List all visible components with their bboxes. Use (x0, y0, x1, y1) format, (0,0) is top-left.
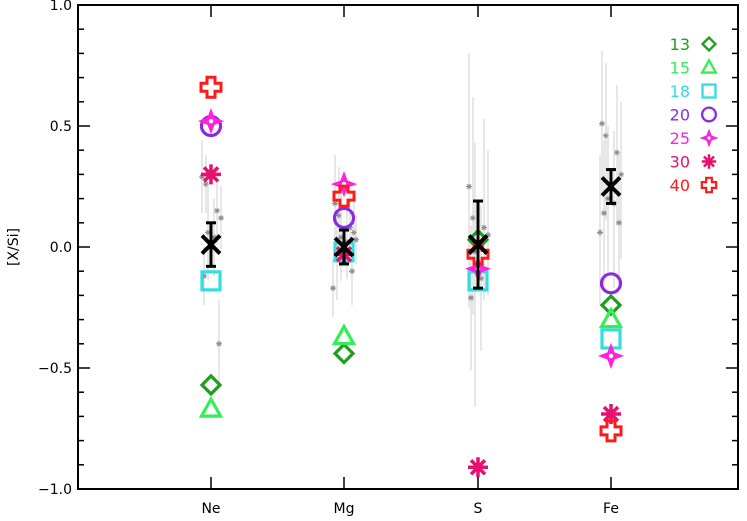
marker-triangle (331, 323, 357, 346)
background-point (214, 207, 220, 214)
background-point (351, 229, 357, 236)
background-point (481, 224, 487, 231)
background-point (616, 219, 622, 226)
legend-marker-square (701, 83, 717, 99)
y-tick-label: −1.0 (38, 482, 72, 498)
mean-markers-layer (200, 168, 622, 290)
marker-diamond (599, 293, 623, 317)
background-point (605, 195, 611, 202)
background-point (468, 294, 474, 301)
y-tick-label: 0.5 (50, 119, 72, 135)
mean-marker (333, 236, 355, 258)
marker-circle (332, 206, 356, 230)
marker-asterisk (201, 164, 221, 185)
background-points-layer (199, 50, 624, 407)
background-point (211, 234, 217, 241)
model-markers-layer (197, 75, 625, 478)
axis-ticks (78, 4, 738, 490)
legend-label: 15 (670, 59, 690, 78)
legend-label: 25 (670, 129, 690, 148)
background-point (353, 236, 359, 243)
plot-frame (77, 4, 739, 490)
legend-label: 18 (670, 82, 690, 101)
background-point (472, 248, 478, 255)
background-point (618, 171, 624, 178)
background-point (470, 214, 476, 221)
mean-marker (600, 176, 622, 197)
x-tick-label: S (474, 501, 483, 517)
legend-label: 20 (670, 106, 690, 125)
y-axis-label: [X/Si] (6, 228, 22, 266)
legend-label: 40 (670, 176, 690, 195)
background-point (597, 229, 603, 236)
background-point (349, 268, 355, 275)
marker-asterisk (468, 457, 488, 478)
legend-label: 13 (670, 35, 690, 54)
background-point (332, 200, 338, 207)
legend-marker-circle (701, 106, 717, 123)
background-point (330, 285, 336, 292)
y-tick-labels: 1.0 0.5 0.0 −0.5 −1.0 (38, 0, 72, 498)
x-tick-label: Ne (201, 501, 220, 517)
background-point (205, 229, 211, 236)
legend-label: 30 (670, 153, 690, 172)
x-tick-labels: Ne Mg S Fe (201, 501, 619, 517)
marker-triangle (198, 395, 224, 418)
y-tick-label: 0.0 (50, 240, 72, 256)
legend: 13 15 18 20 25 30 40 (670, 35, 719, 195)
legend-marker-asterisk (701, 154, 717, 169)
marker-diamond (199, 373, 223, 397)
marker-triangle (598, 306, 624, 329)
background-point (347, 224, 353, 231)
marker-cross (599, 419, 623, 443)
background-point (203, 181, 209, 188)
marker-circle (599, 272, 623, 295)
legend-marker-triangle (700, 57, 718, 74)
legend-marker-diamond (700, 35, 718, 53)
x-tick-label: Fe (603, 501, 619, 517)
marker-star4 (197, 108, 225, 135)
marker-star4 (597, 342, 625, 370)
legend-marker-cross (700, 176, 718, 194)
y-tick-label: 1.0 (50, 0, 72, 14)
background-point (485, 231, 491, 238)
x-tick-label: Mg (334, 501, 355, 517)
marker-asterisk (601, 403, 621, 424)
background-point (478, 275, 484, 282)
mean-marker (467, 234, 489, 255)
marker-diamond (332, 342, 356, 365)
background-point (199, 173, 205, 180)
background-point (601, 210, 607, 217)
background-point (336, 212, 342, 219)
marker-square (200, 270, 222, 292)
background-point (216, 340, 222, 347)
background-point (466, 183, 472, 190)
y-tick-label: −0.5 (38, 361, 72, 377)
background-point (599, 120, 605, 127)
background-point (338, 234, 344, 241)
background-point (603, 132, 609, 139)
background-point (201, 273, 207, 280)
marker-cross (332, 184, 356, 208)
background-point (218, 214, 224, 221)
marker-cross (199, 75, 223, 99)
mean-marker (200, 234, 222, 255)
background-point (614, 149, 620, 156)
legend-marker-star4 (699, 128, 719, 148)
